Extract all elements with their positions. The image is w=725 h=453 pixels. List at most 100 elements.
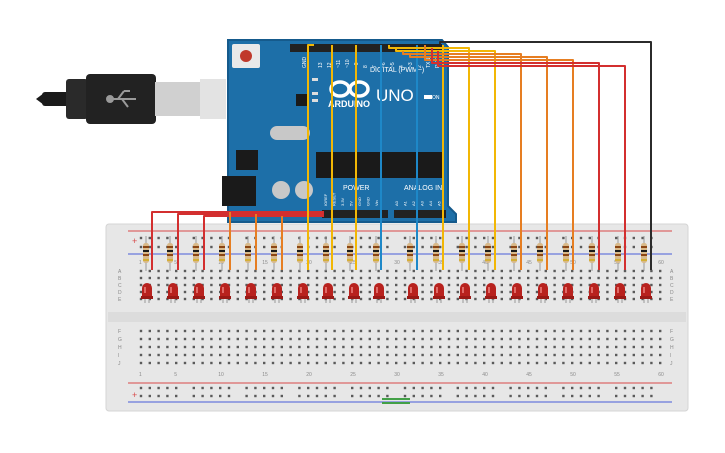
breadboard-hole[interactable] — [623, 337, 627, 341]
breadboard-hole[interactable] — [342, 329, 345, 333]
breadboard-hole[interactable] — [395, 337, 398, 341]
breadboard-hole[interactable] — [465, 269, 468, 273]
breadboard-hole[interactable] — [245, 329, 248, 333]
breadboard-hole[interactable] — [421, 297, 424, 301]
breadboard-hole[interactable] — [553, 361, 556, 365]
breadboard-hole[interactable] — [606, 337, 609, 341]
rail-hole[interactable] — [544, 386, 547, 390]
jumper-wire[interactable] — [395, 48, 496, 270]
breadboard-hole[interactable] — [659, 353, 662, 357]
breadboard-hole[interactable] — [377, 345, 380, 349]
rail-hole[interactable] — [219, 236, 222, 240]
breadboard-hole[interactable] — [500, 337, 503, 341]
breadboard-hole[interactable] — [342, 276, 345, 280]
rail-hole[interactable] — [192, 394, 195, 398]
breadboard-hole[interactable] — [430, 297, 433, 301]
breadboard-hole[interactable] — [474, 276, 477, 280]
breadboard-hole[interactable] — [474, 361, 477, 365]
rail-hole[interactable] — [456, 245, 459, 249]
breadboard-hole[interactable] — [263, 353, 266, 357]
rail-hole[interactable] — [579, 394, 583, 398]
rail-hole[interactable] — [562, 386, 565, 390]
breadboard-hole[interactable] — [456, 269, 459, 273]
rail-hole[interactable] — [544, 236, 547, 240]
breadboard-hole[interactable] — [465, 345, 468, 349]
breadboard-hole[interactable] — [157, 361, 160, 365]
rail-hole[interactable] — [412, 236, 415, 240]
rail-hole[interactable] — [474, 245, 477, 249]
rail-hole[interactable] — [571, 394, 574, 398]
breadboard-hole[interactable] — [588, 337, 591, 341]
breadboard-hole[interactable] — [227, 345, 231, 349]
breadboard-hole[interactable] — [403, 353, 407, 357]
breadboard-hole[interactable] — [509, 353, 512, 357]
resistor[interactable] — [347, 236, 353, 271]
breadboard-hole[interactable] — [579, 276, 583, 280]
rail-hole[interactable] — [280, 394, 283, 398]
breadboard-hole[interactable] — [456, 276, 459, 280]
breadboard-hole[interactable] — [447, 353, 451, 357]
breadboard-hole[interactable] — [245, 337, 248, 341]
breadboard-hole[interactable] — [395, 361, 398, 365]
breadboard-hole[interactable] — [307, 337, 310, 341]
rail-hole[interactable] — [263, 245, 266, 249]
breadboard-hole[interactable] — [527, 276, 530, 280]
rail-hole[interactable] — [368, 245, 371, 249]
rail-hole[interactable] — [535, 386, 539, 390]
breadboard-hole[interactable] — [254, 276, 257, 280]
rail-hole[interactable] — [210, 245, 213, 249]
breadboard-hole[interactable] — [623, 269, 627, 273]
breadboard-hole[interactable] — [386, 329, 389, 333]
breadboard-hole[interactable] — [386, 337, 389, 341]
rail-hole[interactable] — [280, 386, 283, 390]
breadboard-hole[interactable] — [579, 283, 583, 287]
breadboard-hole[interactable] — [659, 329, 662, 333]
breadboard-hole[interactable] — [236, 276, 239, 280]
breadboard-hole[interactable] — [412, 329, 415, 333]
rail-hole[interactable] — [527, 245, 530, 249]
breadboard-hole[interactable] — [412, 353, 415, 357]
breadboard-hole[interactable] — [254, 361, 257, 365]
breadboard-hole[interactable] — [535, 329, 539, 333]
breadboard-hole[interactable] — [430, 329, 433, 333]
rail-hole[interactable] — [439, 236, 442, 240]
red-led[interactable] — [407, 283, 419, 303]
breadboard-hole[interactable] — [500, 345, 503, 349]
rail-hole[interactable] — [166, 236, 169, 240]
rail-hole[interactable] — [403, 245, 407, 249]
breadboard-hole[interactable] — [166, 337, 169, 341]
breadboard-hole[interactable] — [456, 353, 459, 357]
reset-button-cap[interactable] — [240, 50, 252, 62]
breadboard-hole[interactable] — [166, 276, 169, 280]
rail-hole[interactable] — [403, 394, 407, 398]
rail-hole[interactable] — [386, 386, 389, 390]
breadboard-hole[interactable] — [544, 337, 547, 341]
rail-hole[interactable] — [456, 394, 459, 398]
breadboard-hole[interactable] — [421, 361, 424, 365]
breadboard-hole[interactable] — [579, 337, 583, 341]
breadboard-hole[interactable] — [518, 345, 521, 349]
breadboard-hole[interactable] — [263, 290, 266, 294]
rail-hole[interactable] — [430, 245, 433, 249]
breadboard-hole[interactable] — [659, 290, 662, 294]
breadboard-hole[interactable] — [359, 361, 363, 365]
breadboard-hole[interactable] — [157, 276, 160, 280]
breadboard-hole[interactable] — [254, 345, 257, 349]
rail-hole[interactable] — [245, 236, 248, 240]
breadboard-hole[interactable] — [544, 361, 547, 365]
breadboard-hole[interactable] — [289, 337, 292, 341]
breadboard-hole[interactable] — [280, 345, 283, 349]
breadboard-hole[interactable] — [359, 345, 363, 349]
breadboard-hole[interactable] — [606, 269, 609, 273]
breadboard-hole[interactable] — [606, 283, 609, 287]
rail-hole[interactable] — [175, 386, 178, 390]
breadboard-hole[interactable] — [456, 290, 459, 294]
breadboard-hole[interactable] — [447, 337, 451, 341]
breadboard-hole[interactable] — [307, 283, 310, 287]
red-led[interactable] — [433, 283, 445, 303]
breadboard-hole[interactable] — [659, 361, 662, 365]
breadboard-hole[interactable] — [210, 345, 213, 349]
breadboard-hole[interactable] — [659, 345, 662, 349]
breadboard-hole[interactable] — [307, 353, 310, 357]
breadboard-hole[interactable] — [535, 345, 539, 349]
